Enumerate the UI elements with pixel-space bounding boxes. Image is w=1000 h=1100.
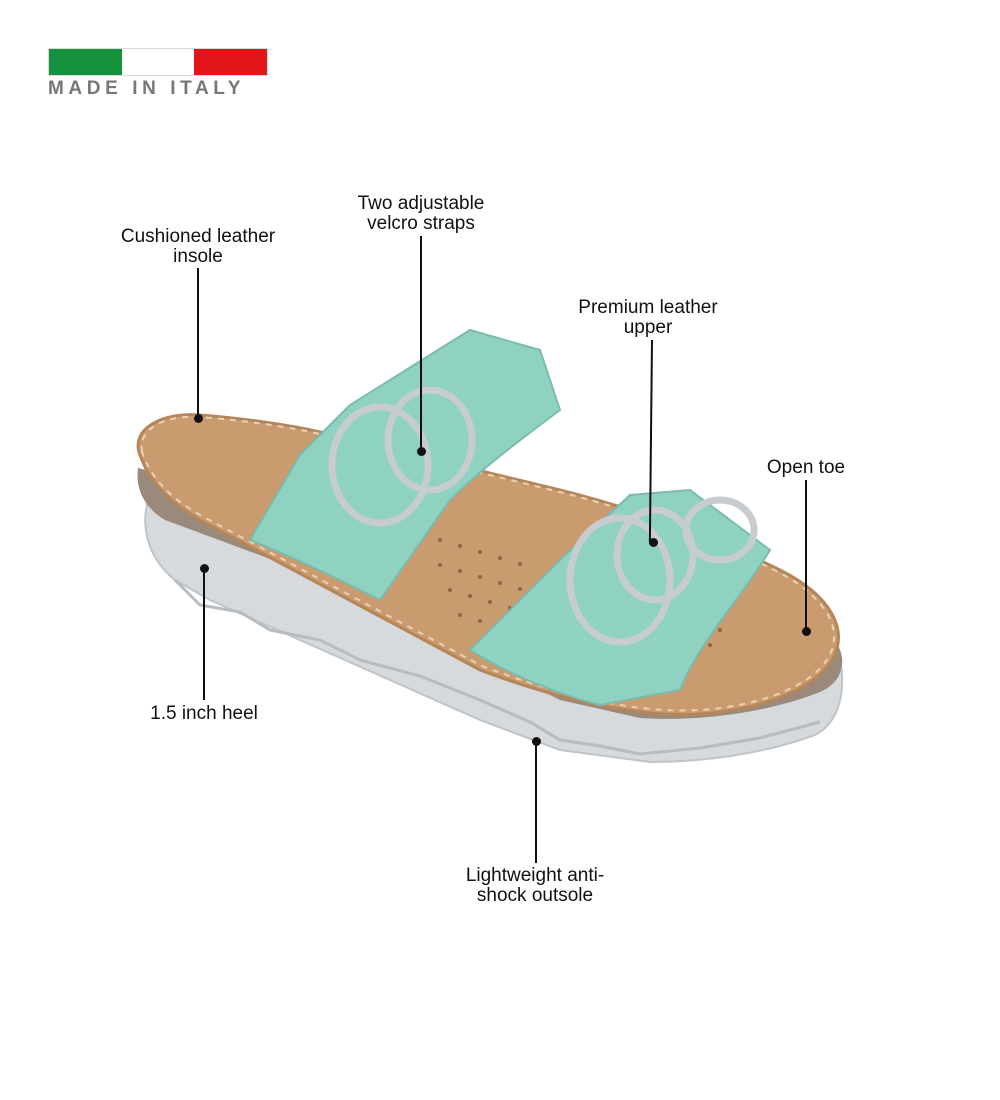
callout-straps-label: Two adjustable velcro straps: [357, 193, 485, 234]
callout-upper-dot: [648, 537, 658, 547]
flag-band-white: [121, 49, 195, 75]
callout-insole-dot: [193, 413, 203, 423]
callout-toe-dot: [801, 626, 811, 636]
callout-upper-label: Premium leather upper: [578, 297, 718, 338]
flag-band-green: [49, 49, 122, 75]
callout-heel-line: [203, 568, 205, 700]
callout-outsole-line: [535, 741, 537, 863]
callout-outsole-label: Lightweight anti- shock outsole: [465, 865, 605, 906]
flag-band-red: [194, 49, 268, 75]
callout-straps-dot: [416, 446, 426, 456]
callout-insole-label: Cushioned leather insole: [120, 226, 276, 267]
italian-flag-icon: [48, 48, 268, 76]
made-in-italy-label: MADE IN ITALY: [48, 78, 246, 99]
insole-stitching: [140, 415, 836, 712]
callout-toe-line: [805, 480, 807, 630]
callout-toe-label: Open toe: [766, 457, 846, 478]
rear-strap: [248, 328, 562, 602]
sandal-outsole-tread: [173, 578, 821, 756]
strap-ring-decoration: [328, 386, 758, 646]
callout-insole-line: [197, 268, 199, 418]
callout-straps-line: [420, 236, 422, 451]
callout-heel-label: 1.5 inch heel: [150, 703, 258, 724]
